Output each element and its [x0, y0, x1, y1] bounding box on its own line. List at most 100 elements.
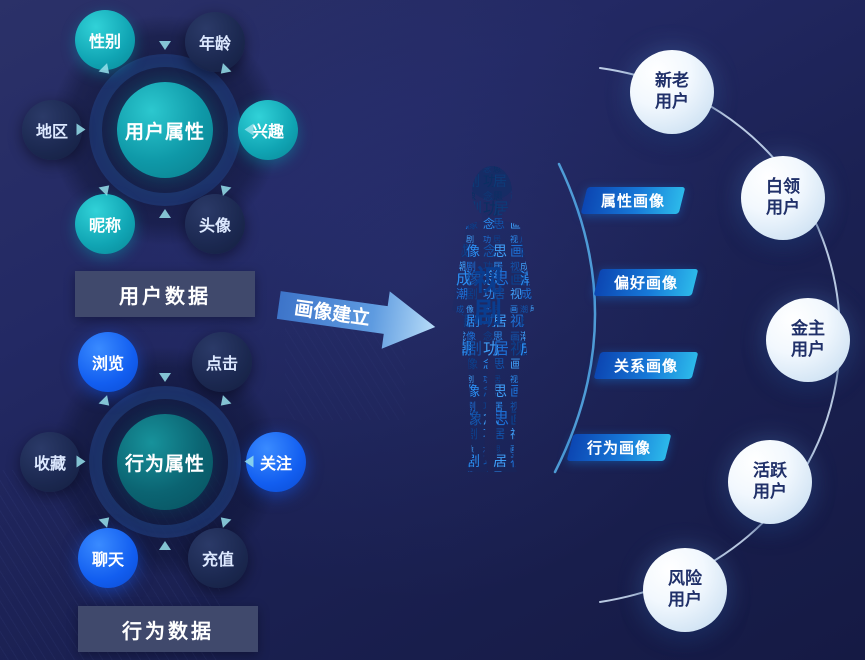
segment-line: 风险 — [668, 568, 702, 589]
svg-text:成: 成 — [456, 409, 472, 428]
svg-text:视: 视 — [439, 304, 447, 314]
svg-text:视: 视 — [439, 244, 453, 260]
svg-text:居: 居 — [493, 287, 505, 301]
node-label: 关注 — [259, 454, 292, 473]
svg-text:像: 像 — [530, 339, 546, 358]
node-label: 兴趣 — [251, 122, 284, 141]
svg-text:念: 念 — [483, 269, 499, 288]
svg-text:成: 成 — [520, 261, 530, 273]
segment-line: 新老 — [655, 70, 689, 91]
svg-text:像: 像 — [530, 401, 540, 413]
svg-text:视: 视 — [510, 339, 526, 358]
svg-text:视: 视 — [510, 260, 520, 273]
svg-text:成: 成 — [520, 401, 530, 413]
svg-text:画: 画 — [439, 454, 453, 470]
svg-text:思: 思 — [493, 331, 503, 343]
svg-text:思: 思 — [493, 305, 501, 314]
node-nickname: 昵称 — [75, 194, 135, 254]
svg-text:成: 成 — [520, 199, 536, 218]
hub-center-label: 用户属性 — [124, 120, 205, 143]
svg-text:居: 居 — [493, 235, 501, 244]
svg-text:画: 画 — [439, 287, 451, 301]
svg-text:画: 画 — [439, 339, 455, 358]
inward-arrow-icon — [76, 455, 86, 468]
svg-text:视: 视 — [439, 470, 449, 483]
svg-text:剧: 剧 — [466, 287, 478, 301]
svg-text:剧: 剧 — [530, 409, 546, 428]
segment-line: 用户 — [668, 590, 702, 610]
svg-text:画: 画 — [510, 472, 520, 483]
inward-arrow-icon — [159, 209, 171, 218]
svg-text:思: 思 — [493, 445, 501, 454]
user-data-caption: 用户数据 — [75, 271, 255, 317]
svg-text:视: 视 — [439, 269, 455, 288]
svg-text:视: 视 — [439, 216, 451, 231]
segment-paying-users: 金主 用户 — [766, 298, 850, 382]
node-follow: 关注 — [246, 432, 306, 492]
svg-text:像: 像 — [530, 199, 546, 218]
svg-text:潮: 潮 — [456, 234, 464, 244]
svg-text:居: 居 — [493, 199, 509, 218]
node-label: 昵称 — [88, 216, 121, 235]
wordcloud-characters: 视成像念思画潮剧画潮剧功居视成像视成像念思画潮剧画潮剧功居视成像视成像念思画潮剧… — [439, 164, 546, 483]
svg-text:居: 居 — [493, 454, 507, 470]
inward-arrow-icon — [244, 455, 254, 468]
svg-text:思: 思 — [493, 409, 509, 428]
svg-text:画: 画 — [439, 235, 447, 244]
svg-text:视: 视 — [510, 314, 524, 330]
svg-text:画: 画 — [510, 192, 520, 203]
svg-text:成: 成 — [520, 374, 528, 384]
node-label: 聊天 — [91, 550, 124, 569]
svg-text:念: 念 — [483, 470, 493, 483]
svg-text:潮: 潮 — [520, 216, 532, 231]
svg-text:念: 念 — [483, 216, 495, 231]
svg-text:潮: 潮 — [520, 384, 534, 400]
node-gender: 性别 — [75, 10, 135, 70]
svg-text:剧: 剧 — [466, 261, 476, 273]
svg-text:念: 念 — [483, 190, 493, 203]
svg-text:剧: 剧 — [466, 235, 474, 244]
segment-line: 用户 — [753, 482, 787, 502]
svg-text:念: 念 — [483, 330, 493, 343]
svg-text:剧: 剧 — [530, 269, 546, 288]
node-chat: 聊天 — [78, 528, 138, 588]
svg-text:潮: 潮 — [520, 470, 530, 483]
svg-text:成: 成 — [456, 164, 464, 174]
segment-line: 用户 — [655, 92, 689, 112]
svg-text:潮: 潮 — [456, 374, 464, 384]
svg-text:像: 像 — [466, 164, 474, 174]
svg-text:像: 像 — [530, 427, 542, 441]
node-favorite: 收藏 — [20, 432, 80, 492]
svg-text:剧: 剧 — [466, 401, 476, 413]
svg-text:功: 功 — [483, 314, 497, 330]
svg-text:成: 成 — [456, 444, 464, 454]
svg-text:成: 成 — [456, 384, 470, 400]
svg-text:像: 像 — [466, 409, 482, 428]
svg-text:念: 念 — [483, 444, 491, 454]
svg-text:成: 成 — [456, 357, 468, 371]
svg-text:像: 像 — [530, 261, 540, 273]
svg-text:成: 成 — [456, 269, 472, 288]
node-label: 充值 — [201, 550, 234, 569]
svg-text:潮: 潮 — [520, 190, 530, 203]
svg-text:成: 成 — [456, 471, 466, 483]
portrait-build-arrow: 画像建立 — [272, 272, 442, 360]
svg-text:剧: 剧 — [466, 339, 482, 358]
svg-text:居: 居 — [493, 174, 507, 190]
svg-text:剧: 剧 — [530, 357, 542, 371]
svg-text:功: 功 — [483, 199, 499, 218]
inward-arrow-icon — [159, 373, 171, 382]
svg-text:画: 画 — [439, 314, 453, 330]
node-label: 性别 — [88, 32, 121, 51]
svg-text:成: 成 — [520, 314, 534, 330]
svg-text:画: 画 — [510, 445, 518, 454]
svg-text:潮: 潮 — [456, 286, 468, 301]
svg-text:画: 画 — [510, 305, 518, 314]
svg-text:画: 画 — [439, 262, 449, 273]
svg-text:潮: 潮 — [520, 356, 532, 371]
inner-arc-line — [553, 162, 597, 474]
svg-text:剧: 剧 — [530, 445, 538, 454]
svg-text:剧: 剧 — [530, 191, 540, 203]
svg-text:剧: 剧 — [474, 296, 502, 329]
svg-text:像: 像 — [466, 244, 480, 260]
